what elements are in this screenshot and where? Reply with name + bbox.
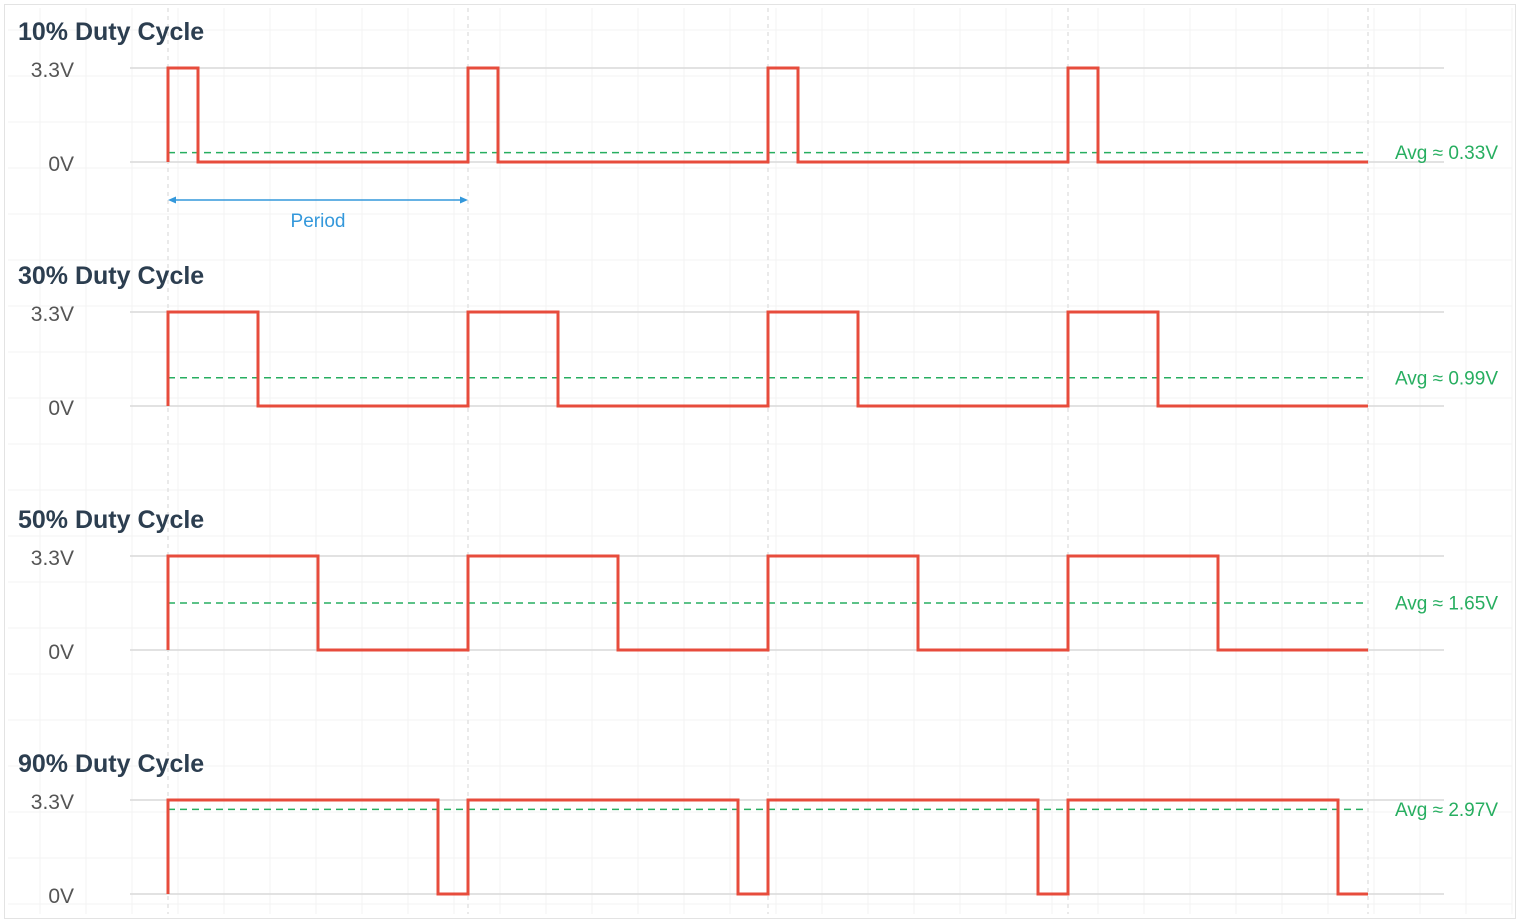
pwm-signal-waveform xyxy=(166,798,1368,896)
panel-title: 10% Duty Cycle xyxy=(18,18,204,46)
average-voltage-label: Avg ≈ 1.65V xyxy=(1395,594,1498,615)
high-level-label: 3.3V xyxy=(31,547,74,570)
panel-90-percent: 90% Duty Cycle 3.3V 0V Avg ≈ 2.97V xyxy=(18,750,1498,908)
high-level-label: 3.3V xyxy=(31,791,74,814)
low-level-label: 0V xyxy=(48,397,74,420)
average-voltage-label: Avg ≈ 0.99V xyxy=(1395,368,1498,389)
high-level-label: 3.3V xyxy=(31,59,74,82)
panel-title: 50% Duty Cycle xyxy=(18,506,204,534)
low-level-label: 0V xyxy=(48,153,74,176)
period-arrow-left-head xyxy=(168,196,176,204)
background-grid xyxy=(8,8,1513,914)
pwm-signal-waveform xyxy=(166,554,1368,652)
panel-title: 90% Duty Cycle xyxy=(18,750,204,778)
high-level-label: 3.3V xyxy=(31,303,74,326)
panel-50-percent: 50% Duty Cycle 3.3V 0V Avg ≈ 1.65V xyxy=(18,506,1498,664)
panel-30-percent: 30% Duty Cycle 3.3V 0V Avg ≈ 0.99V xyxy=(18,262,1498,420)
panel-10-percent: 10% Duty Cycle 3.3V 0V Avg ≈ 0.33V Perio… xyxy=(18,18,1498,232)
period-marker: Period xyxy=(168,196,468,232)
pwm-signal-waveform xyxy=(166,310,1368,408)
average-voltage-label: Avg ≈ 2.97V xyxy=(1395,800,1498,821)
low-level-label: 0V xyxy=(48,641,74,664)
pwm-signal-waveform xyxy=(166,66,1368,164)
period-arrow-right-head xyxy=(460,196,468,204)
average-voltage-label: Avg ≈ 0.33V xyxy=(1395,143,1498,164)
low-level-label: 0V xyxy=(48,885,74,908)
period-label: Period xyxy=(291,211,346,232)
panel-title: 30% Duty Cycle xyxy=(18,262,204,290)
period-guide-lines xyxy=(167,8,1369,914)
